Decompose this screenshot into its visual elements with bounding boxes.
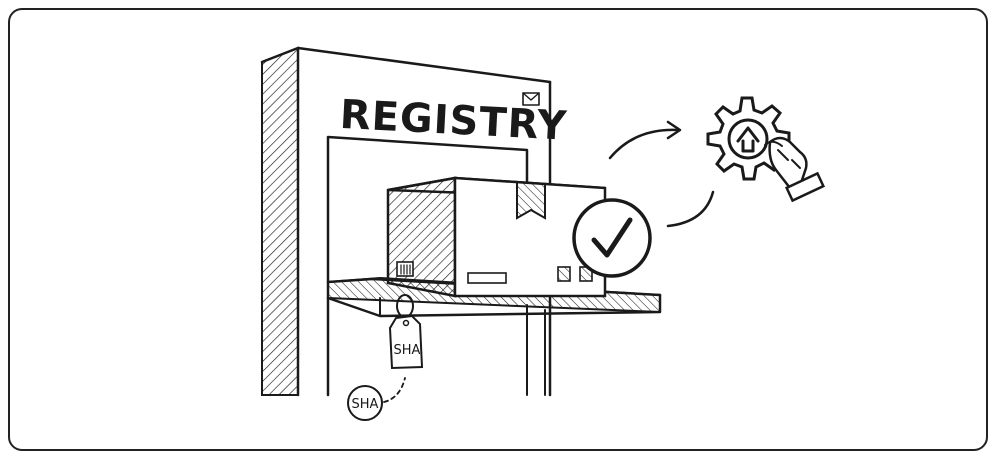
envelope-icon (522, 92, 540, 106)
return-arc (666, 190, 715, 228)
sha-digest (347, 377, 406, 421)
sha-tag (388, 294, 424, 370)
hand-icon (764, 136, 826, 203)
checkmark-icon (572, 198, 652, 278)
sha-tag-label: SHA (394, 343, 421, 358)
gear-upload-icon (706, 96, 791, 181)
registry-booth (260, 46, 552, 397)
sha-digest-label: SHA (352, 397, 379, 412)
push-arrow (608, 120, 682, 160)
box-icon (386, 176, 607, 298)
